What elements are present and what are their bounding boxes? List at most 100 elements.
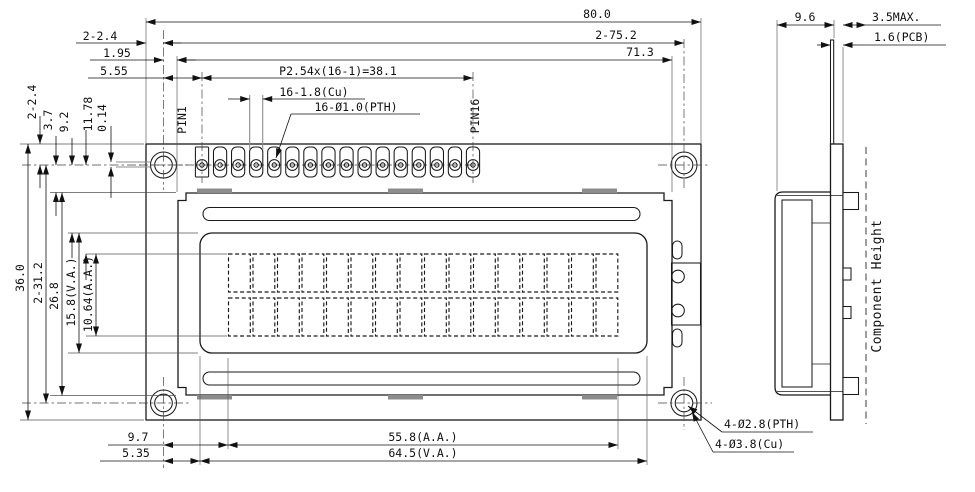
pin-pad [357,146,372,178]
char-cell [595,253,619,293]
pin-pad [231,146,246,178]
bezel-tab [388,395,423,400]
pin-hole-outer [250,159,263,171]
dim-label-aa-width: 55.8(A.A.) [388,430,457,444]
char-cell [497,297,521,337]
dim-label-aa-height: 10.64(A.A.) [81,256,95,332]
dimension-lines [25,19,946,464]
pin-hole-inner [307,162,314,168]
pin-pad [267,146,282,178]
dim-label-va-width: 64.5(V.A.) [388,446,457,460]
bezel-tab [582,395,617,400]
pin-row [194,146,481,178]
pin-pad [212,146,228,178]
pin-hole-outer [322,159,335,171]
pin-hole-inner [271,162,277,168]
pin-hole-inner [253,162,259,168]
dim-label-pin-to-va: 9.2 [57,112,71,133]
pin-pad [375,146,390,178]
dim-label-max-height: 3.5MAX. [872,10,920,24]
pin-hole-inner [361,162,368,168]
pin-pad [303,146,318,178]
frame-outline [774,191,831,396]
pin-hole-inner [235,162,241,168]
dim-label-bezel-width: 71.3 [626,45,654,59]
pin-hole-outer [376,159,389,171]
pin-hole-inner [289,162,296,168]
char-cell [252,297,276,337]
pin-pad [411,146,426,178]
char-cell [472,253,496,293]
bezel-tab-side-bottom [842,376,860,396]
pin1-label: PIN1 [175,106,189,134]
char-cell [423,297,447,337]
terminal-hole-bottom [671,303,685,318]
callout-hole-cu: 4-Ø3.8(Cu) [715,437,784,451]
char-cell [276,297,300,337]
char-cell [399,297,423,337]
pin-hole-outer [286,159,299,171]
char-cell [546,253,570,293]
char-cell [374,297,398,337]
bezel-slot-top [202,206,641,222]
pin-hole-outer [430,159,443,171]
char-cell [301,253,325,293]
side-slot-bottom [671,328,683,348]
front-view [139,143,712,430]
pin-hole-inner [379,162,386,168]
backlight-pin-top [842,267,852,281]
dim-label-pin-to-aa: 11.78 [81,97,95,132]
pin-pad [429,146,444,178]
labels: 80.0 2-75.2 71.3 2-2.4 1.95 5.55 P2.54x(… [13,7,929,460]
dim-label-depth: 9.6 [795,10,816,24]
viewing-area [199,232,648,354]
dim-label-va-height: 15.8(V.A.) [64,257,78,326]
terminal-block [670,262,702,326]
pin-pad [321,146,336,178]
character-grid [227,253,619,337]
pin-hole-outer [268,159,281,171]
dim-label-hole-to-bezel: 1.95 [103,46,131,60]
leader-hole-cu [691,411,714,453]
callout-hole-pth: 4-Ø2.8(PTH) [724,417,800,431]
char-cell [595,297,619,337]
dim-label-pin-to-bezel: 3.7 [41,110,55,131]
extension-lines [20,18,844,468]
char-cell [276,253,300,293]
char-cell [301,297,325,337]
bezel-tab [582,188,617,193]
pin-hole-outer [358,159,371,171]
mounting-hole [154,393,173,413]
bezel-tab [197,188,232,193]
pin16-label: PIN16 [468,99,482,134]
char-cell [374,253,398,293]
pin-hole-inner [325,162,332,168]
pin-pad [285,146,300,178]
dim-label-overall-width: 80.0 [583,7,611,21]
bezel-outline [177,192,673,396]
char-cell [472,297,496,337]
char-cell [521,297,545,337]
char-cell [350,297,374,337]
char-cell [570,253,594,293]
side-view [774,39,867,424]
char-cell [448,297,472,337]
pin-hole-inner [452,162,458,168]
pin-hole-outer [340,159,353,171]
pin-pad [447,146,463,178]
char-cell [448,253,472,293]
dim-label-corner-offset: 2-2.4 [83,29,118,43]
header-pin [829,39,835,145]
pin-pad [393,146,408,178]
pin-hole-outer [449,159,461,171]
char-cell [252,253,276,293]
pin-hole-outer [394,159,407,171]
dim-label-pcb-thickness: 1.6(PCB) [874,30,929,44]
dim-label-overall-height: 36.0 [13,264,27,292]
dim-label-hole-to-va: 5.35 [122,446,150,460]
pin-hole-outer [232,159,245,171]
glass-stack [781,199,813,388]
pcb-edge [829,143,844,421]
